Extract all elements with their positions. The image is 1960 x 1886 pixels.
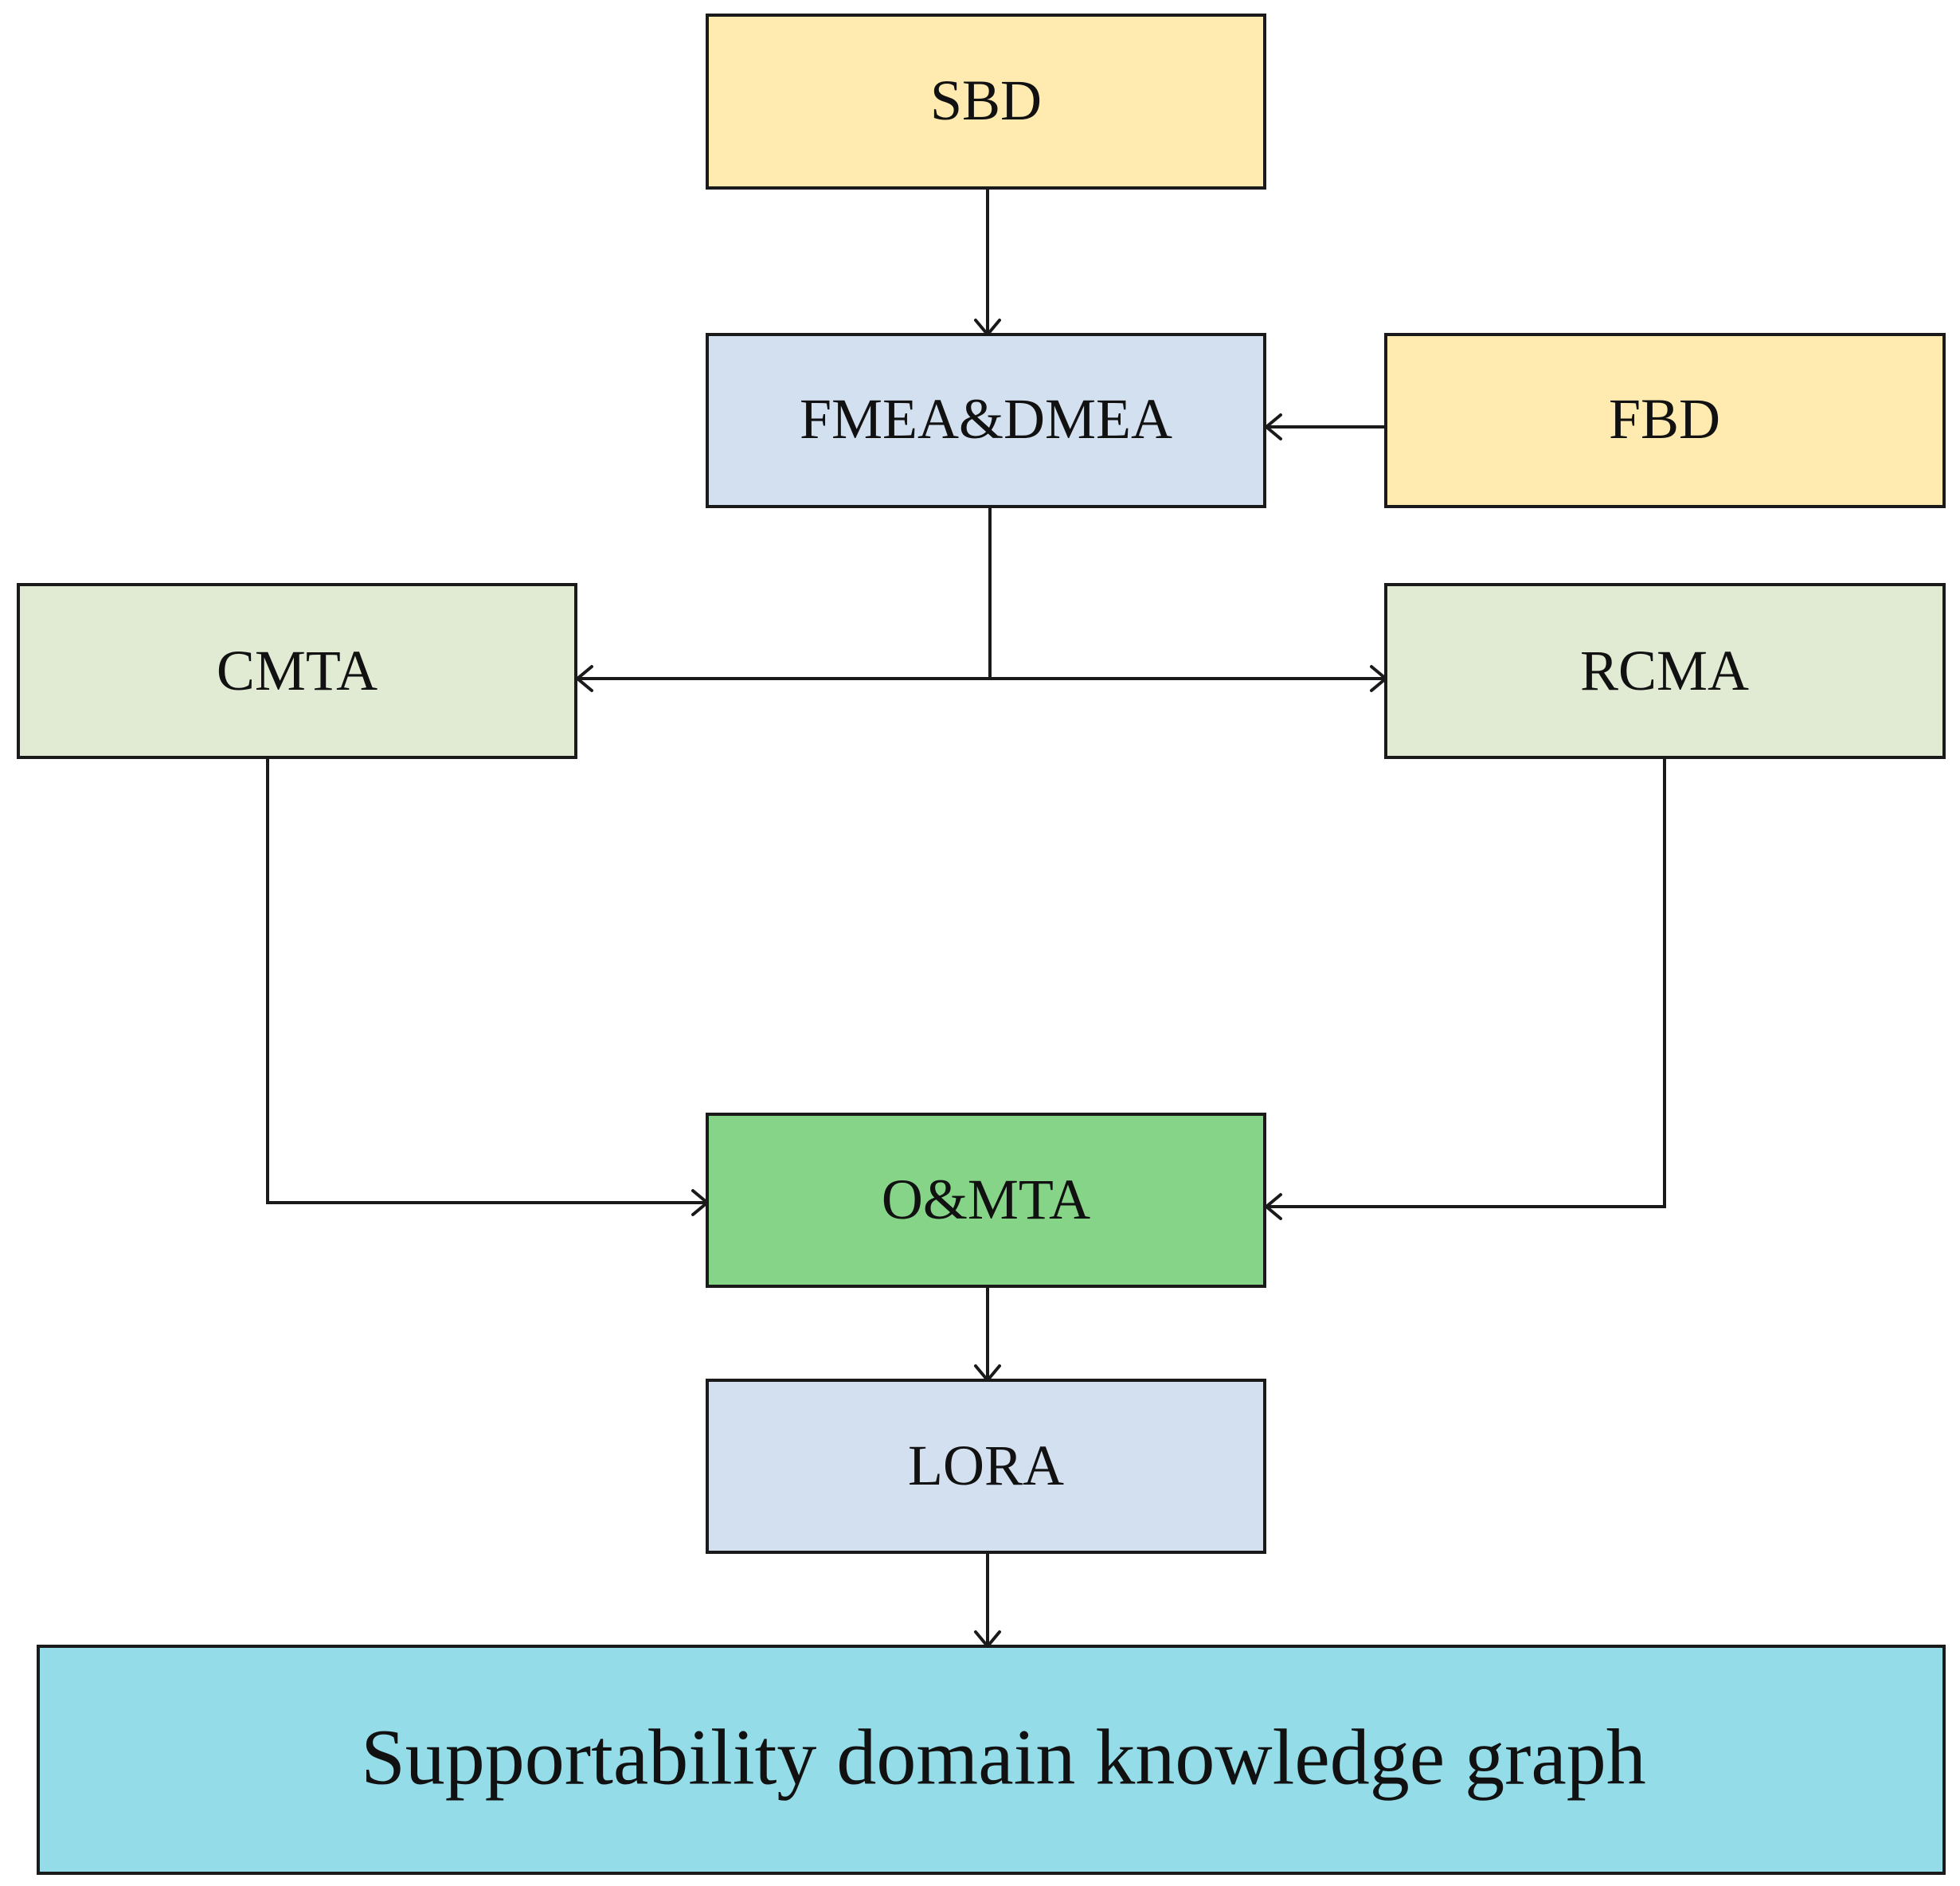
node-omta-label: O&MTA xyxy=(882,1168,1090,1231)
node-lora-box xyxy=(706,1379,1266,1554)
node-fmea-dmea-label: FMEA&DMEA xyxy=(800,387,1172,451)
node-fbd-box xyxy=(1384,333,1946,508)
edge-cmta-to-omta xyxy=(266,757,707,1204)
node-sbd-label: SBD xyxy=(930,68,1042,132)
node-lora: LORA xyxy=(706,1379,1266,1554)
node-knowledge-graph-box xyxy=(37,1645,1946,1875)
node-knowledge-graph-label: Supportability domain knowledge graph xyxy=(361,1713,1646,1802)
node-fmea-dmea: FMEA&DMEA xyxy=(706,333,1266,508)
node-rcma-box xyxy=(1384,583,1946,759)
node-sbd: SBD xyxy=(706,14,1266,190)
node-cmta: CMTA xyxy=(17,583,577,759)
node-sbd-box xyxy=(706,14,1266,190)
node-fbd: FBD xyxy=(1384,333,1946,508)
node-fmea-dmea-box xyxy=(706,333,1266,508)
node-lora-label: LORA xyxy=(908,1434,1064,1497)
node-omta: O&MTA xyxy=(706,1113,1266,1288)
node-rcma-label: RCMA xyxy=(1580,639,1749,702)
edge-rcma-to-omta xyxy=(1266,757,1666,1208)
node-knowledge-graph: Supportability domain knowledge graph xyxy=(37,1645,1946,1875)
node-cmta-label: CMTA xyxy=(217,639,378,702)
node-rcma: RCMA xyxy=(1384,583,1946,759)
node-omta-box xyxy=(706,1113,1266,1288)
node-fbd-label: FBD xyxy=(1609,387,1720,451)
node-cmta-box xyxy=(17,583,577,759)
